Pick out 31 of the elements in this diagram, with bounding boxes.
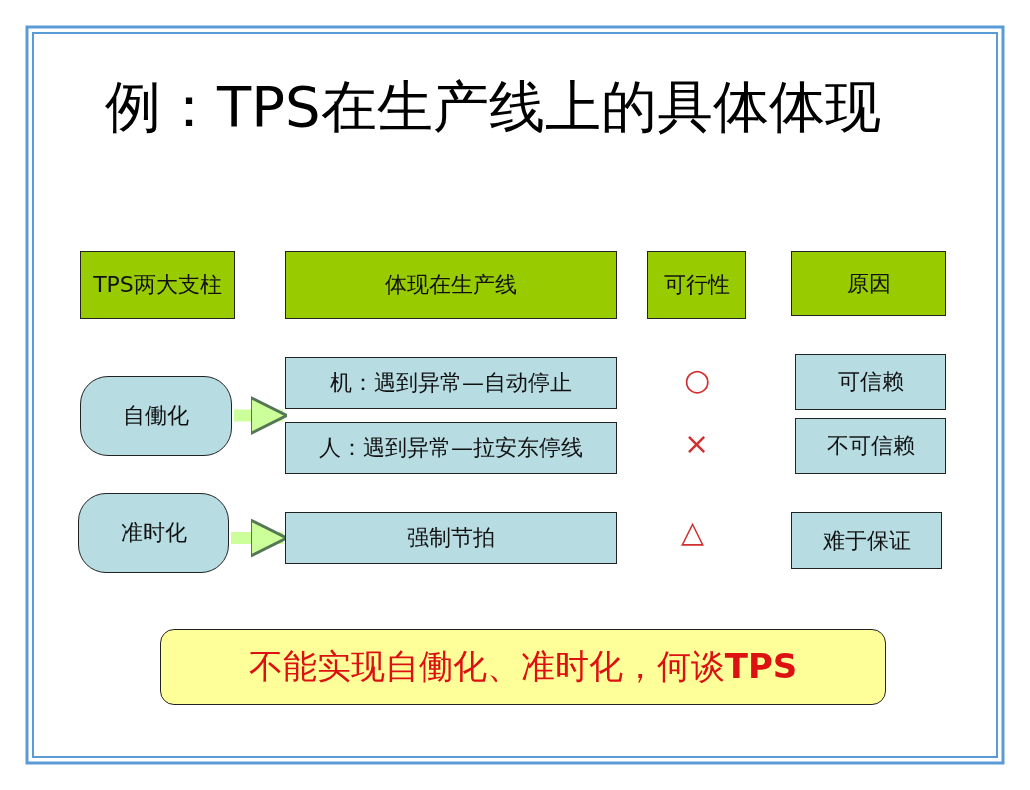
node-text: 难于保证: [822, 526, 911, 555]
process-box: [285, 422, 617, 474]
header-box: [791, 251, 946, 316]
block-arrow: [234, 396, 289, 435]
header-box: [80, 251, 235, 319]
process-box: [795, 418, 946, 474]
pillar-box: [80, 376, 232, 456]
feasibility-mark: ×: [684, 426, 710, 461]
conclusion-banner: [160, 629, 886, 705]
node-text: 可信赖: [837, 368, 904, 396]
process-box: [285, 512, 617, 564]
process-box: [285, 357, 617, 409]
node-text: 机：遇到异常—自动停止: [330, 369, 572, 397]
node-text: 体现在生产线: [385, 271, 517, 299]
node-text: 不能实现自働化、准时化，何谈TPS: [248, 645, 798, 688]
node-text: 不可信赖: [826, 432, 915, 460]
title: 例：TPS在生产线上的具体体现: [105, 73, 881, 141]
pillar-box: [78, 493, 229, 573]
node-text: 人：遇到异常—拉安东停线: [319, 434, 583, 462]
node-text: 强制节拍: [407, 524, 495, 552]
node-text: 原因: [846, 269, 891, 298]
node-text: 可行性: [663, 271, 730, 299]
process-box: [791, 512, 942, 569]
node-text: TPS两大支柱: [93, 271, 222, 299]
header-box: [285, 251, 617, 319]
node-text: 自働化: [123, 402, 189, 430]
node-text: 准时化: [120, 519, 187, 547]
feasibility-mark: △: [681, 514, 705, 549]
process-box: [795, 354, 946, 410]
header-box: [647, 251, 746, 319]
feasibility-mark: ○: [684, 362, 711, 397]
